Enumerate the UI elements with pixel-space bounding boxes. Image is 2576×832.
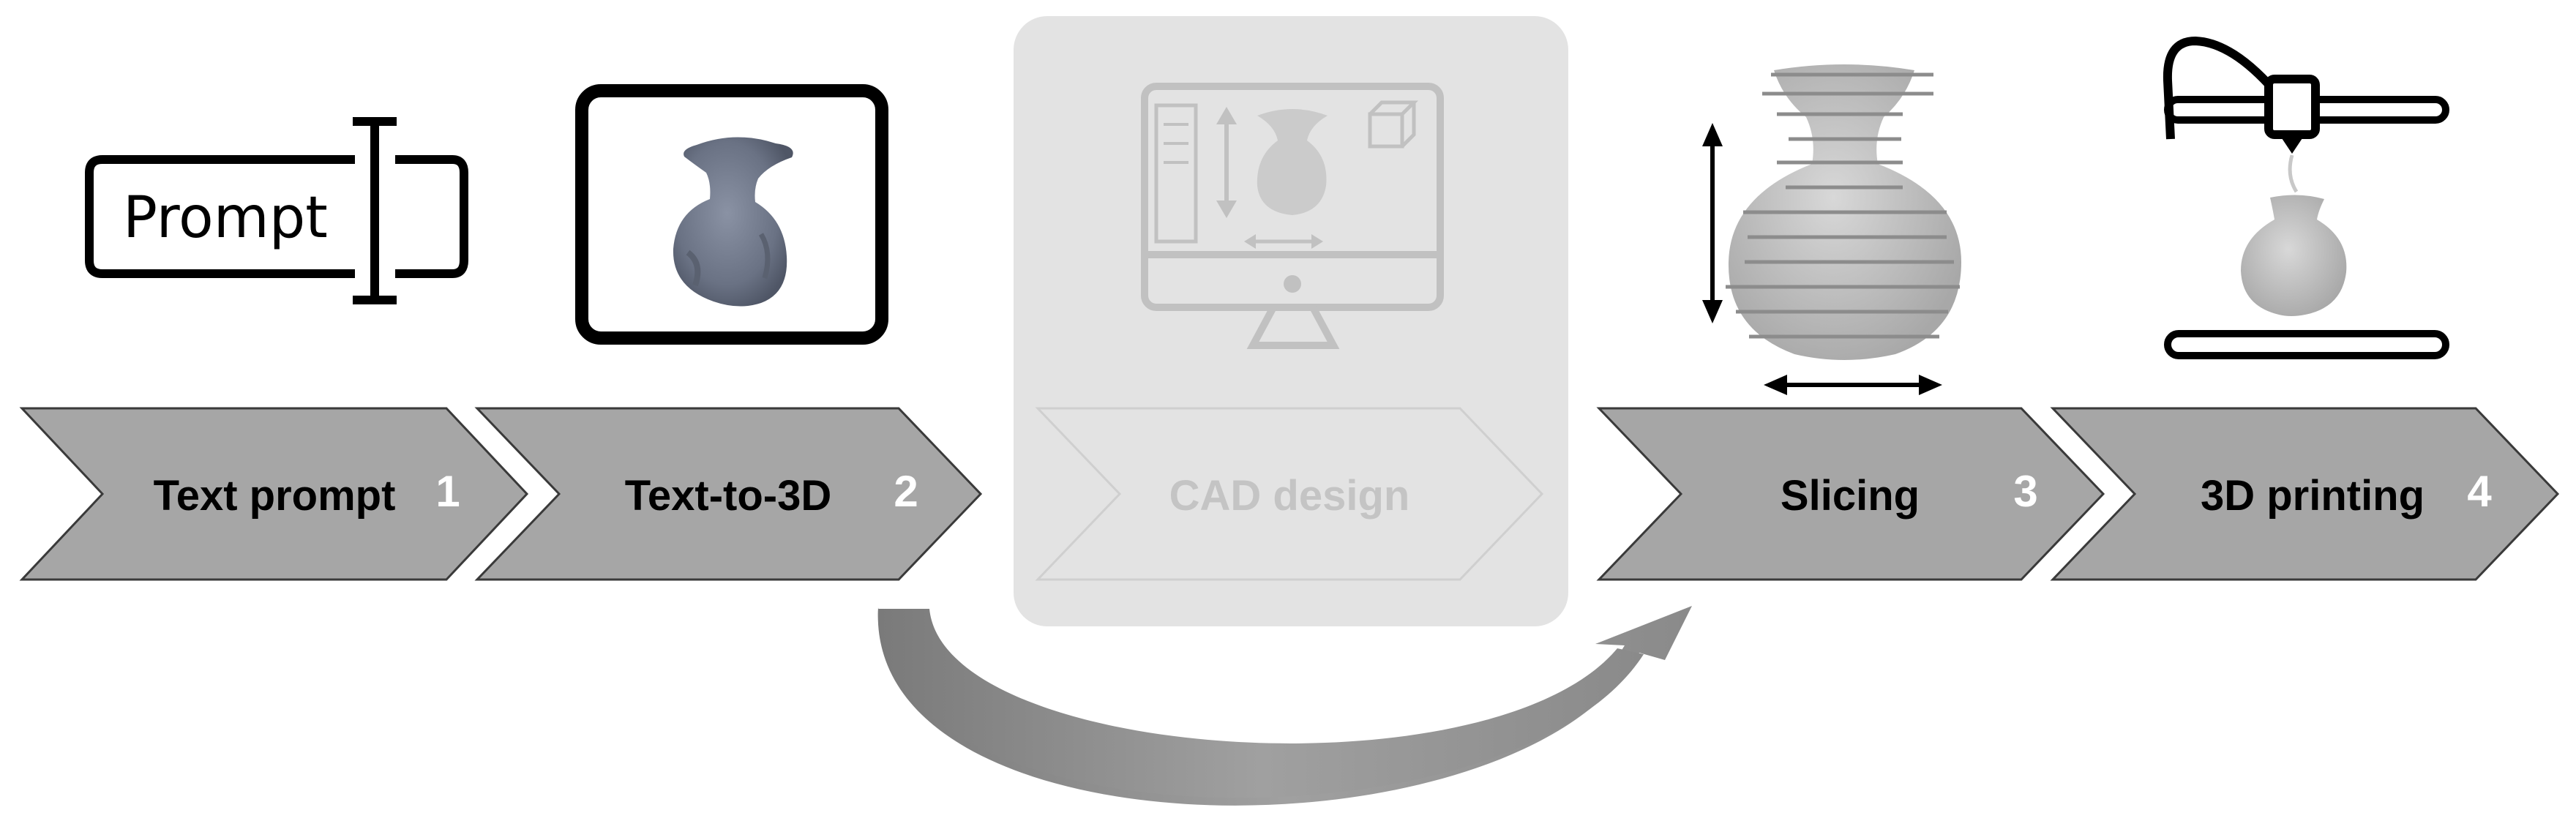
height-arrow-down	[1702, 300, 1723, 323]
monitor-frame	[1141, 83, 1444, 311]
prompt-box-outline	[85, 155, 355, 278]
monitor-cad-icon	[1141, 83, 1444, 349]
chevron-shape	[19, 407, 529, 581]
step-text-to-3d: Text-to-3D 2	[474, 407, 983, 581]
printer-cable	[2163, 36, 2278, 140]
bypass-arrow-body	[877, 609, 1644, 798]
prompt-word: Prompt	[123, 185, 328, 251]
step-number: 4	[2467, 467, 2492, 516]
step-label: 3D printing	[2201, 472, 2425, 520]
skipped-step-label: CAD design	[1169, 472, 1410, 520]
slice-lines	[1726, 72, 1960, 339]
step-number: 1	[435, 467, 460, 516]
printer-head	[2264, 75, 2320, 139]
chevron-shape	[1035, 407, 1544, 581]
step-text-prompt: Text prompt 1	[19, 407, 529, 581]
chevron-shape	[1596, 407, 2105, 581]
3d-printer-icon	[2163, 36, 2449, 359]
step-number: 3	[2013, 467, 2037, 516]
text-cursor-icon: Prompt	[85, 117, 468, 304]
height-arrow-up	[1702, 123, 1723, 146]
prompt-box-right-part	[395, 155, 468, 278]
step-3d-printing: 3D printing 4	[2050, 407, 2560, 581]
vase-image	[673, 137, 793, 307]
printer-nozzle	[2280, 136, 2304, 154]
step-label: Slicing	[1781, 472, 1920, 520]
chevron-shape	[474, 407, 983, 581]
printer-bed	[2164, 330, 2449, 359]
step-label: Text prompt	[154, 472, 396, 520]
step-slicing: Slicing 3	[1596, 407, 2105, 581]
printed-vase	[2241, 195, 2347, 316]
filament	[2288, 154, 2299, 193]
sliced-vase-icon	[1702, 64, 1961, 395]
chevron-shape	[2050, 407, 2560, 581]
width-arrow-left	[1764, 375, 1787, 395]
step-number: 2	[894, 467, 918, 516]
width-arrow-right	[1919, 375, 1942, 395]
step-label: Text-to-3D	[625, 472, 831, 520]
step-cad-design-skipped: CAD design	[1035, 407, 1544, 581]
tablet-vase-icon	[575, 84, 888, 345]
